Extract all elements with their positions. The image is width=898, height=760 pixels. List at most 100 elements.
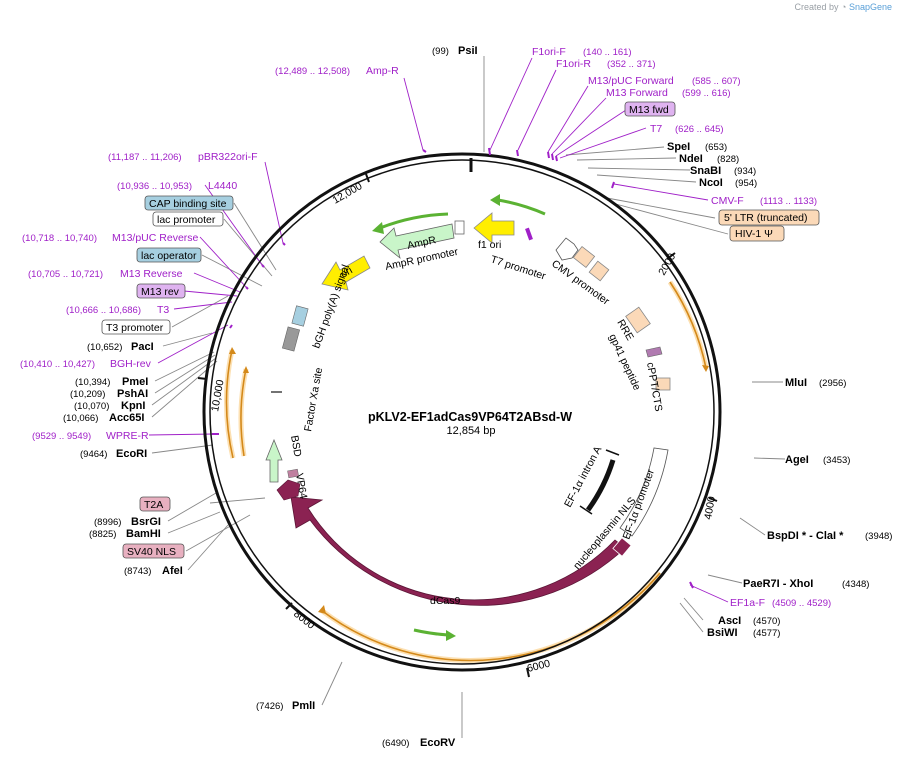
f1ori-r-name[interactable]: F1ori-R (556, 58, 591, 70)
wpre-name[interactable]: WPRE-R (106, 430, 149, 442)
tick-label-8000: 8000 (291, 608, 317, 632)
t3-name[interactable]: T3 (157, 304, 169, 316)
ndei-pos: (828) (717, 154, 739, 165)
intron-tick-2 (579, 505, 593, 515)
orange-arrow-1 (669, 281, 707, 369)
cmv-f-pos: (1113 .. 1133) (760, 196, 817, 207)
paer7i-name[interactable]: PaeR7I - XhoI (743, 578, 813, 590)
ampr-primer-name[interactable]: Amp-R (366, 65, 399, 77)
ori-arrow (321, 255, 371, 291)
ndei-name[interactable]: NdeI (679, 153, 703, 165)
asci-name[interactable]: AscI (718, 615, 741, 627)
tick-label-4000: 4000 (702, 495, 718, 520)
m13-reverse-pos: (10,705 .. 10,721) (28, 269, 103, 280)
m13puc-reverse-name[interactable]: M13/pUC Reverse (112, 232, 199, 244)
plasmid-name: pKLV2-EF1adCas9VP64T2ABsd-W (368, 410, 572, 424)
t3-promoter-box[interactable] (101, 319, 171, 335)
t2a-block (287, 468, 299, 479)
mlui-pos: (2956) (819, 378, 846, 389)
m13-rev-box[interactable] (136, 283, 186, 299)
ampr-arrow (379, 223, 455, 260)
bgh-rev-name[interactable]: BGH-rev (110, 358, 152, 370)
orange-arrow-4 (240, 368, 247, 457)
credit-brand: SnapGene (848, 2, 892, 12)
ecorv-name[interactable]: EcoRV (420, 737, 456, 749)
bsrgi-pos: (8996) (94, 517, 121, 528)
acc65i-pos: (10,066) (63, 413, 98, 424)
sv40-nls-box[interactable] (122, 543, 185, 559)
m13-forward-pos: (599 .. 616) (682, 88, 731, 99)
lac-promoter-box[interactable] (152, 211, 224, 227)
m13-reverse-name[interactable]: M13 Reverse (120, 268, 183, 280)
snabi-name[interactable]: SnaBI (690, 165, 721, 177)
bspdi-name[interactable]: BspDI * - ClaI * (767, 530, 844, 542)
bamhi-name[interactable]: BamHI (126, 528, 161, 540)
pbr322-name[interactable]: pBR322ori-F (198, 151, 258, 163)
agei-pos: (3453) (823, 455, 850, 466)
f1ori-f-name[interactable]: F1ori-F (532, 46, 566, 58)
ef1a-intron-block (585, 459, 616, 512)
acc65i-name[interactable]: Acc65I (109, 412, 144, 424)
m13-fwd-box[interactable] (624, 101, 676, 117)
t7-promoter-label: T7 promoter (489, 253, 548, 282)
lac-operator-box[interactable] (136, 247, 202, 263)
paci-pos: (10,652) (87, 342, 122, 353)
ltr-box (572, 245, 596, 269)
tick-label-12000: 12,000 (331, 180, 365, 207)
psii-pos: (99) (432, 46, 449, 57)
pshai-name[interactable]: PshAI (117, 388, 148, 400)
t3-promoter-label: T3 promoter (106, 322, 164, 334)
green-arrow-2-head (372, 222, 384, 234)
afei-pos: (8743) (124, 566, 151, 577)
orange-arrowhead-1 (702, 365, 709, 372)
hiv-label-box[interactable] (729, 225, 785, 242)
ori-label: ori (339, 264, 355, 280)
ef1a-promoter-arrow (619, 447, 669, 537)
leader-lines (151, 56, 786, 738)
afei-name[interactable]: AfeI (162, 565, 183, 577)
ecori-pos: (9464) (80, 449, 107, 460)
pmli-name[interactable]: PmlI (292, 700, 315, 712)
m13-forward-name[interactable]: M13 Forward (606, 87, 668, 99)
ecori-name[interactable]: EcoRI (116, 448, 147, 460)
green-arrow-3-head (446, 630, 456, 641)
m13puc-forward-name[interactable]: M13/pUC Forward (588, 75, 674, 87)
bgh-rev-pos: (10,410 .. 10,427) (20, 359, 95, 370)
ltr-label-box[interactable] (718, 209, 820, 226)
kpni-name[interactable]: KpnI (121, 400, 145, 412)
snapgene-logo-icon: ◔ (841, 2, 847, 12)
agei-name[interactable]: AgeI (785, 454, 809, 466)
lac-features-block (291, 305, 309, 327)
cmv-f-name[interactable]: CMV-F (711, 195, 744, 207)
paer7i-pos: (4348) (842, 579, 869, 590)
bgh-polya-block (281, 326, 301, 352)
t7-pos: (626 .. 645) (675, 124, 724, 135)
nucleoplasmin-nls-block (612, 537, 632, 557)
orange-arrows (225, 281, 707, 662)
pmei-name[interactable]: PmeI (122, 376, 148, 388)
l4440-name[interactable]: L4440 (208, 180, 237, 192)
paci-name[interactable]: PacI (131, 341, 154, 353)
intron-tick-1 (605, 449, 620, 456)
t7-name[interactable]: T7 (650, 123, 662, 135)
spei-name[interactable]: SpeI (667, 141, 690, 153)
cap-binding-box[interactable] (144, 195, 234, 211)
ef1a-f-name[interactable]: EF1a-F (730, 597, 765, 609)
orange-arrowhead-4 (243, 366, 249, 373)
t3-pos: (10,666 .. 10,686) (66, 305, 141, 316)
mlui-name[interactable]: MluI (785, 377, 807, 389)
bsd-arrow (265, 438, 283, 483)
gp41-label: gp41 peptide (606, 332, 643, 392)
f1ori-f-pos: (140 .. 161) (583, 47, 632, 58)
hiv-psi-box (588, 260, 610, 282)
ncoi-name[interactable]: NcoI (699, 177, 723, 189)
orange-arrowhead-3 (229, 347, 236, 354)
bsrgi-name[interactable]: BsrGI (131, 516, 161, 528)
dcas9-arrow (290, 496, 626, 606)
bsiwi-name[interactable]: BsiWI (707, 627, 738, 639)
bamhi-pos: (8825) (89, 529, 116, 540)
psii-name[interactable]: PsiI (458, 45, 478, 57)
t2a-label-box[interactable] (139, 496, 171, 512)
ncoi-pos: (954) (735, 178, 757, 189)
